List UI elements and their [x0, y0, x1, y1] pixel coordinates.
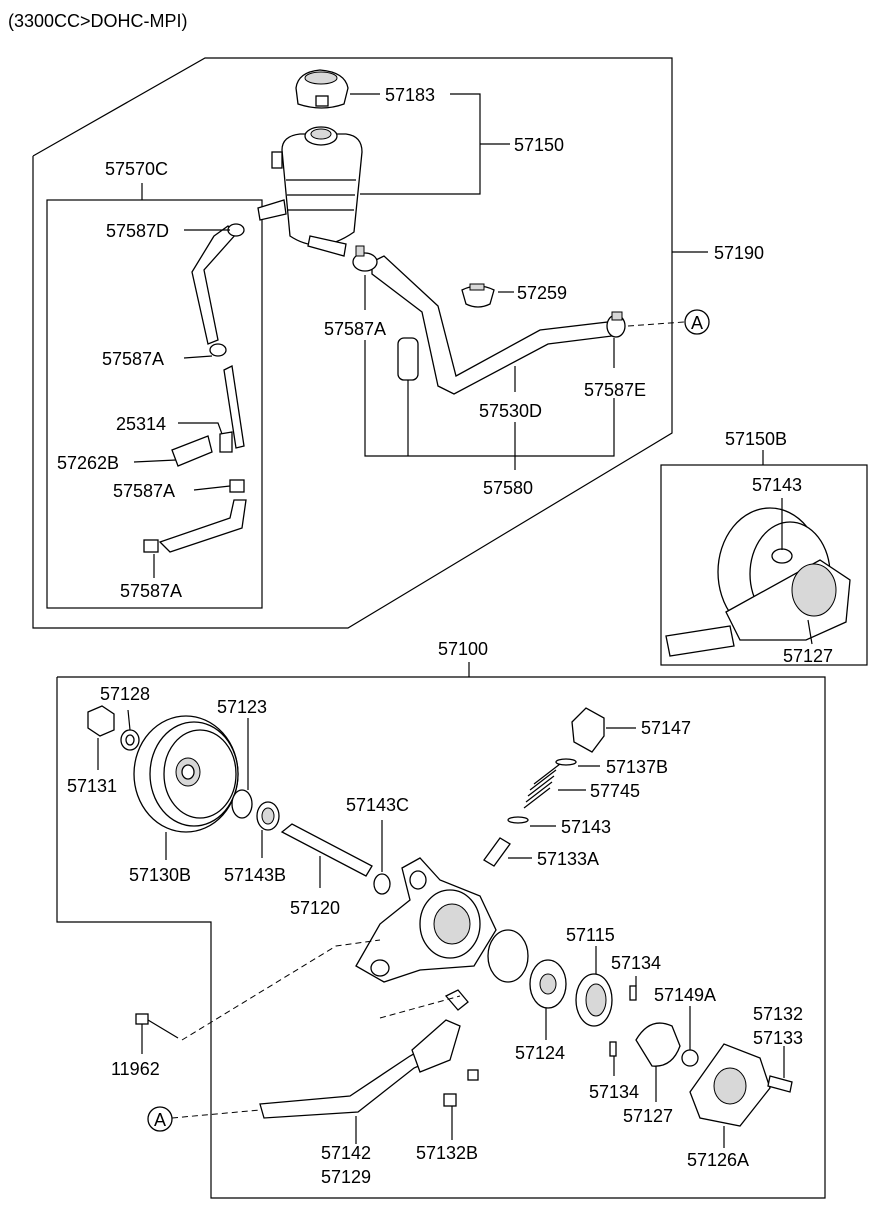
reservoir-tank — [257, 126, 363, 257]
flow-control-valve — [483, 837, 511, 867]
clamp-left-2 — [229, 479, 245, 493]
label-57100: 57100 — [438, 639, 488, 659]
label-57126a: 57126A — [687, 1150, 749, 1170]
label-11962: 11962 — [111, 1059, 160, 1079]
reference-marker-a-bottom — [147, 1106, 173, 1132]
clamp-left-3 — [143, 539, 159, 553]
label-57127-top: 57127 — [783, 646, 833, 666]
reservoir-assembly: A — [32, 57, 710, 629]
label-57143c: 57143C — [346, 795, 409, 815]
flow-spring — [523, 763, 561, 809]
o-ring-57143c — [373, 873, 391, 895]
label-25314: 25314 — [116, 414, 166, 434]
label-57133: 57133 — [753, 1028, 803, 1048]
pump-body-box — [660, 450, 868, 666]
label-57143-top: 57143 — [752, 475, 802, 495]
clamp-left-1 — [209, 343, 227, 357]
label-57570c: 57570C — [105, 159, 168, 179]
o-ring-57137b — [555, 758, 577, 766]
label-57587e: 57587E — [584, 380, 646, 400]
label-57127: 57127 — [623, 1106, 673, 1126]
cover-bolt — [767, 1075, 793, 1093]
dowel-pin-top — [629, 985, 637, 1001]
hose-clamp-right — [606, 311, 626, 338]
part-labels: 57183 57150 57570C 57587D 57190 57259 57… — [57, 85, 833, 1187]
cover-gasket — [635, 1022, 681, 1067]
drive-shaft — [280, 823, 373, 877]
label-57130b: 57130B — [129, 865, 191, 885]
label-57134-top: 57134 — [611, 953, 661, 973]
return-hose-lower — [158, 499, 247, 553]
reservoir-assembly-outline — [32, 57, 673, 629]
label-57587a-left-2: 57587A — [113, 481, 175, 501]
label-57142: 57142 — [321, 1143, 371, 1163]
return-hose-upper — [191, 225, 237, 345]
label-57150: 57150 — [514, 135, 564, 155]
label-57183: 57183 — [385, 85, 435, 105]
suction-pipe — [259, 1045, 433, 1119]
housing-o-ring — [487, 929, 529, 983]
dowel-pin-bottom — [609, 1041, 617, 1057]
label-57745: 57745 — [590, 781, 640, 801]
pump-assembly-outline — [56, 676, 826, 1199]
hose-clamp-spare — [461, 283, 495, 308]
svg-text:A: A — [691, 313, 703, 333]
label-57147: 57147 — [641, 718, 691, 738]
label-57530d: 57530D — [479, 401, 542, 421]
svg-text:A: A — [154, 1110, 166, 1130]
pump-assembly: A — [56, 662, 826, 1199]
label-57587a-top: 57587A — [324, 319, 386, 339]
label-57132: 57132 — [753, 1004, 803, 1024]
label-57143: 57143 — [561, 817, 611, 837]
pump-housing — [355, 857, 497, 983]
label-57587a-left-3: 57587A — [120, 581, 182, 601]
label-57137b: 57137B — [606, 757, 668, 777]
pipe-flange — [411, 1019, 461, 1073]
label-57587d: 57587D — [106, 221, 169, 241]
bracket-57262b — [171, 435, 213, 467]
label-57580: 57580 — [483, 478, 533, 498]
engine-spec-title: (3300CC>DOHC-MPI) — [8, 11, 188, 31]
hose-sleeve — [397, 337, 419, 381]
union-fitting — [571, 707, 605, 753]
label-57259: 57259 — [517, 283, 567, 303]
reservoir-cap — [295, 69, 349, 109]
label-57129: 57129 — [321, 1167, 371, 1187]
pump-body-box-outline — [660, 464, 868, 666]
label-57149a: 57149A — [654, 985, 716, 1005]
return-tube — [223, 365, 245, 449]
hose-kit-box — [46, 199, 263, 609]
snap-ring — [231, 789, 253, 819]
grommet-25314 — [219, 431, 233, 453]
clamp-57587d — [227, 223, 245, 237]
label-57132b: 57132B — [416, 1143, 478, 1163]
hose-clamp-top — [352, 245, 378, 272]
o-ring-57143 — [507, 816, 529, 824]
label-57131: 57131 — [67, 776, 117, 796]
label-57262b: 57262B — [57, 453, 119, 473]
nut-57131 — [87, 705, 115, 737]
label-57587a-left-1: 57587A — [102, 349, 164, 369]
label-57134-bottom: 57134 — [589, 1082, 639, 1102]
label-57133a: 57133A — [537, 849, 599, 869]
label-57143b: 57143B — [224, 865, 286, 885]
seal-57149a — [681, 1049, 699, 1067]
label-57128: 57128 — [100, 684, 150, 704]
pipe-bolt — [443, 1093, 457, 1107]
label-57150b: 57150B — [725, 429, 787, 449]
reference-marker-a-top — [684, 309, 710, 335]
label-57123: 57123 — [217, 697, 267, 717]
label-57124: 57124 — [515, 1043, 565, 1063]
label-57120: 57120 — [290, 898, 340, 918]
pulley — [133, 715, 239, 833]
label-57115: 57115 — [566, 925, 615, 945]
label-57190: 57190 — [714, 243, 764, 263]
